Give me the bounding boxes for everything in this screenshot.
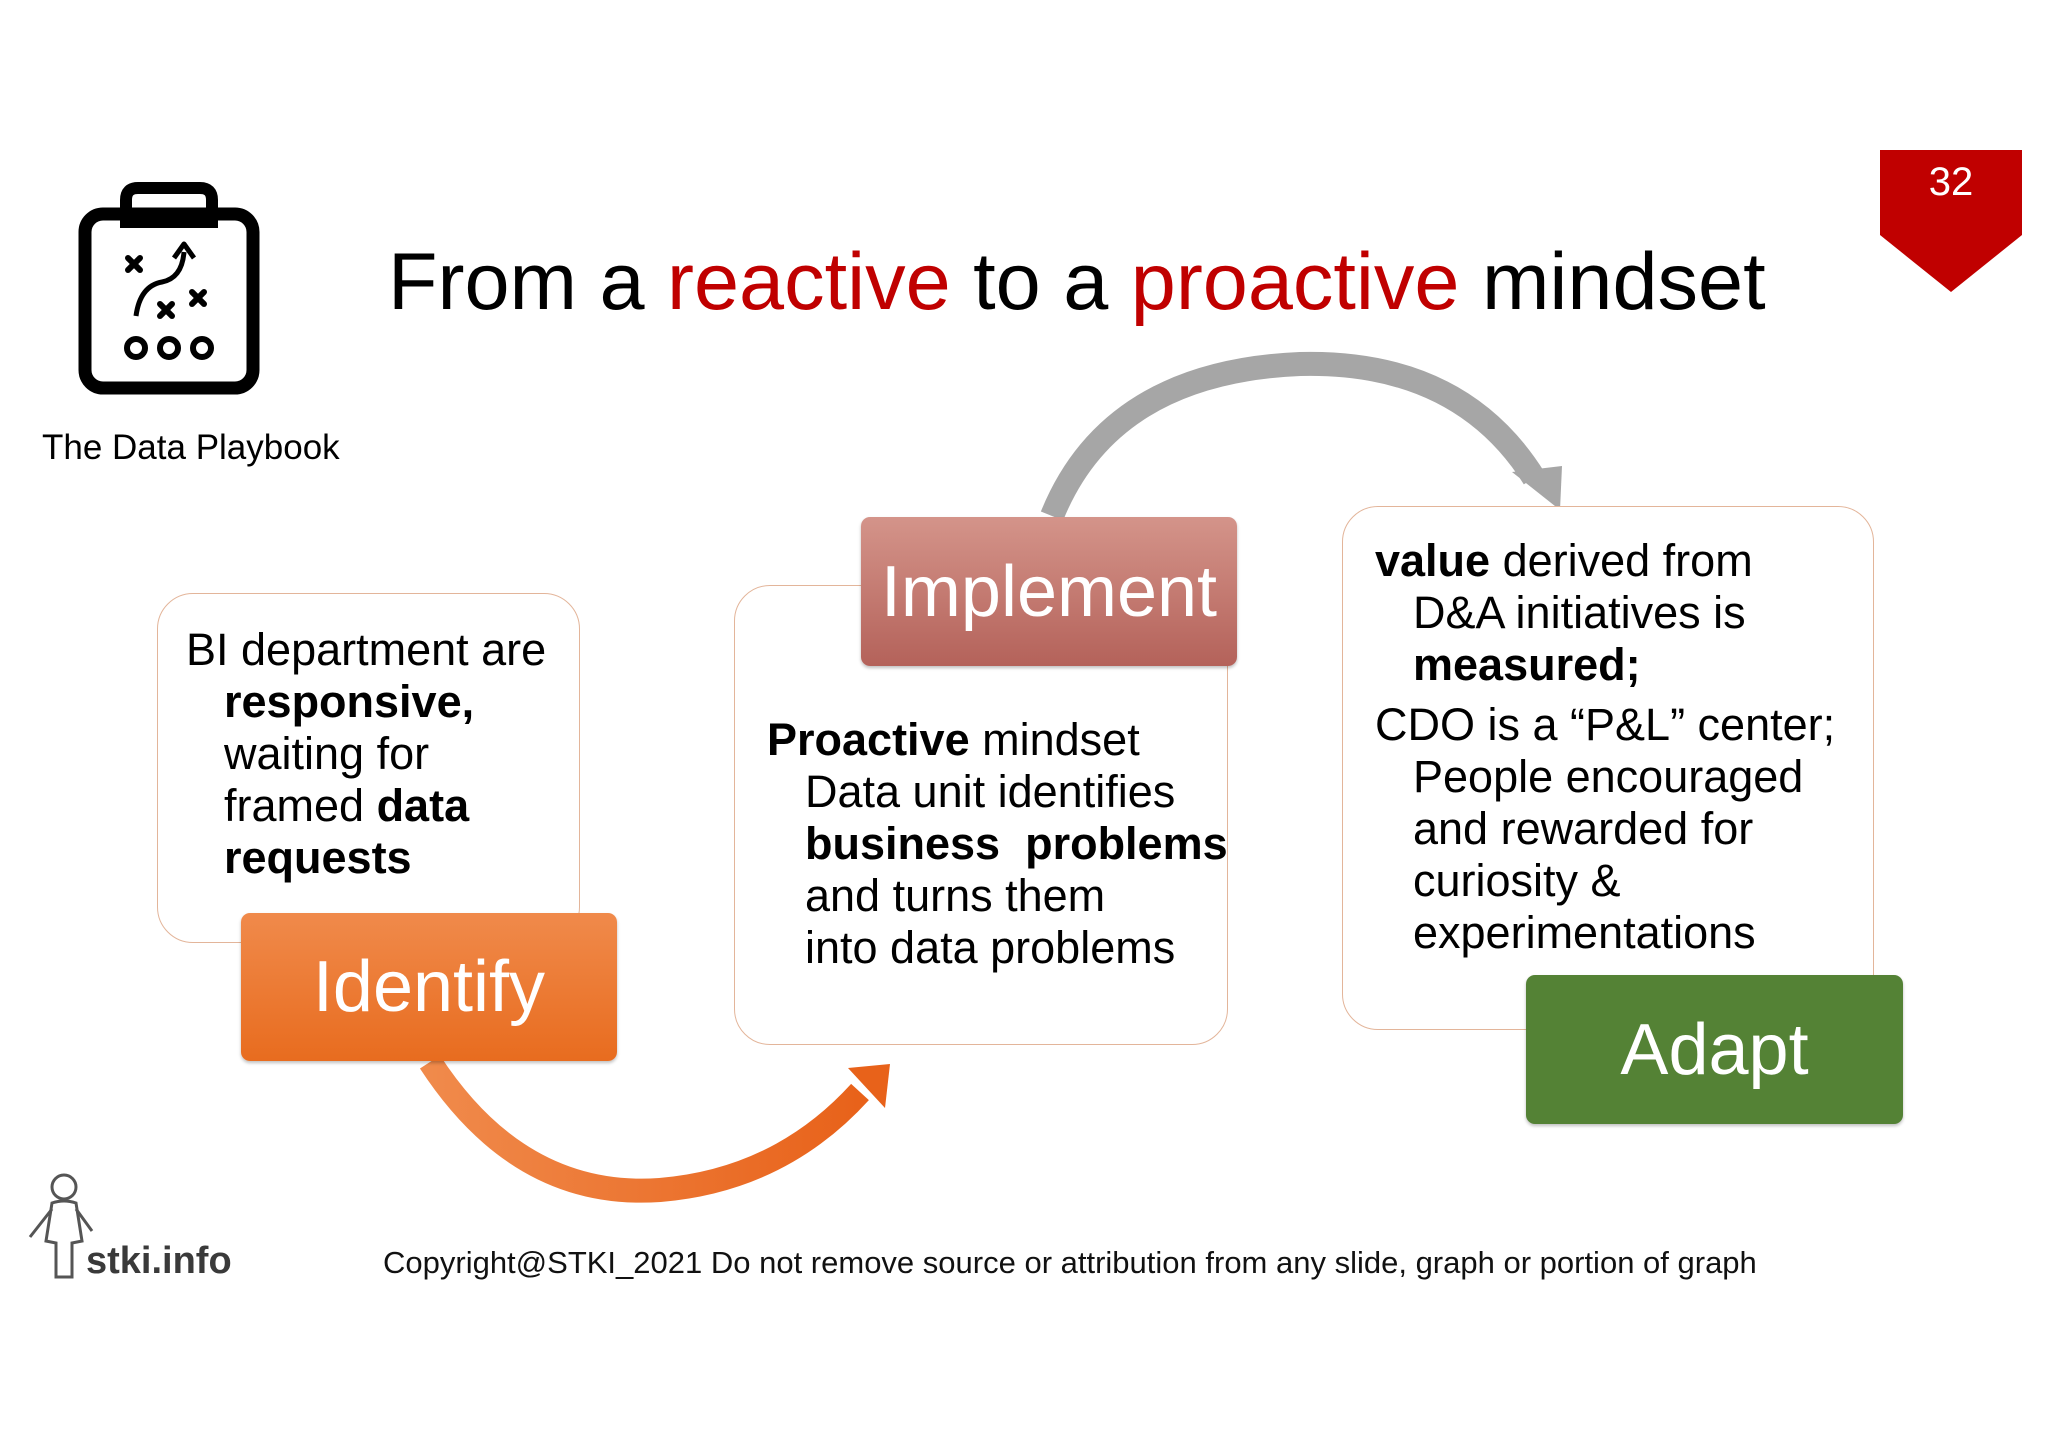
adapt-line6: and rewarded for — [1413, 803, 1754, 854]
title-accent-reactive: reactive — [667, 237, 951, 327]
adapt-line1a: value — [1375, 535, 1491, 586]
adapt-line7: curiosity & — [1413, 855, 1621, 906]
identify-line4a: framed — [224, 780, 377, 831]
arrow-identify-to-implement — [419, 1055, 869, 1203]
adapt-line4: CDO is a “P&L” center; — [1375, 699, 1836, 750]
title-part2: to a — [950, 237, 1131, 327]
adapt-line2: D&A initiatives is — [1413, 587, 1746, 638]
title-accent-proactive: proactive — [1130, 237, 1460, 327]
identify-line4b: data — [376, 780, 470, 831]
stage-identify: Identify — [241, 913, 617, 1061]
clipboard-playbook-icon — [78, 182, 260, 395]
implement-line2: Data unit identifies — [805, 766, 1176, 817]
implement-line4: and turns them — [805, 870, 1106, 921]
arrow-head-gray — [1512, 466, 1562, 510]
stage-adapt: Adapt — [1526, 975, 1903, 1124]
implement-line5: into data problems — [805, 922, 1176, 973]
identify-line3: waiting for — [224, 728, 430, 779]
arrow-head-orange — [848, 1064, 890, 1108]
stki-brand: stki.info — [86, 1240, 232, 1282]
implement-line1b: mindset — [969, 714, 1140, 765]
stki-person-icon — [28, 1173, 94, 1279]
title-part1: From a — [388, 237, 668, 327]
adapt-line5: People encouraged — [1413, 751, 1804, 802]
adapt-card: value derived from D&A initiatives is me… — [1342, 506, 1874, 1030]
implement-line1a: Proactive — [767, 714, 970, 765]
identify-line1: BI department are — [186, 624, 547, 675]
slide-title: From a reactive to a proactive mindset — [388, 237, 1766, 327]
logo-caption: The Data Playbook — [42, 428, 340, 467]
adapt-line3: measured; — [1413, 639, 1641, 690]
adapt-line1b: derived from — [1490, 535, 1753, 586]
identify-line5: requests — [224, 832, 412, 883]
arrow-implement-to-adapt — [1040, 351, 1545, 521]
identify-line2: responsive, — [224, 676, 475, 727]
page-number-badge — [1880, 150, 2022, 292]
playbook-logo — [48, 166, 284, 410]
adapt-line8: experimentations — [1413, 907, 1756, 958]
page-number: 32 — [1928, 160, 1974, 204]
title-part3: mindset — [1459, 237, 1766, 327]
implement-line3: business problems — [805, 818, 1228, 869]
copyright-notice: Copyright@STKI_2021 Do not remove source… — [383, 1245, 1757, 1280]
stage-implement: Implement — [861, 517, 1237, 666]
identify-card: BI department are responsive, waiting fo… — [157, 593, 580, 943]
